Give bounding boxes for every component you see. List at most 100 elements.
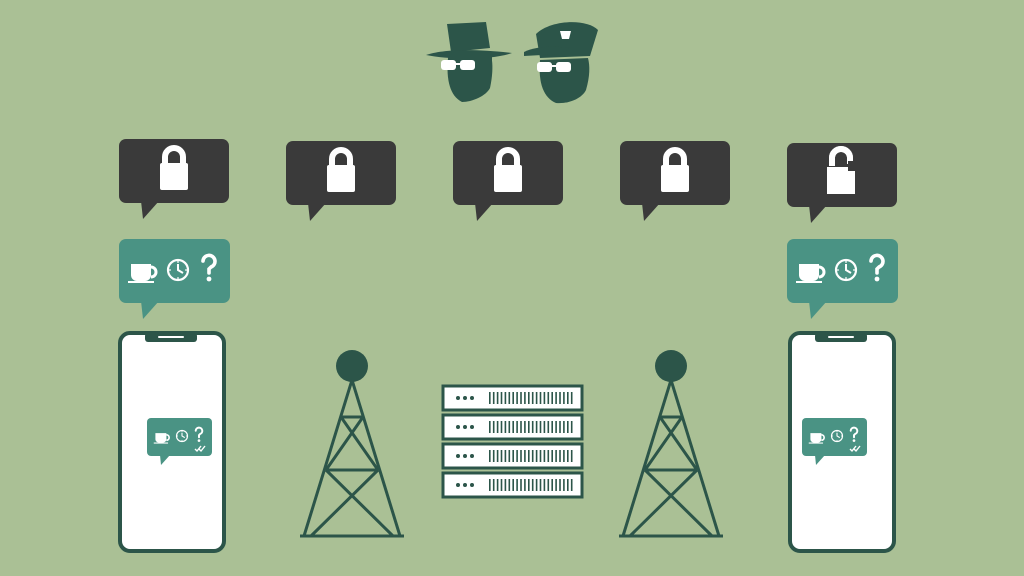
server-vent [504, 421, 507, 433]
server-vent [531, 450, 534, 462]
server-vent [489, 421, 491, 433]
server-vent [524, 450, 526, 462]
server-vent [516, 421, 518, 433]
server-vent [520, 450, 522, 462]
server-vent [504, 479, 507, 491]
server-vent [508, 392, 511, 404]
server-vent [535, 450, 538, 462]
server-led [463, 396, 467, 400]
server-vent [543, 392, 546, 404]
server-led [470, 425, 474, 429]
server-vent [528, 421, 530, 433]
server-vent [520, 421, 522, 433]
police-cap-spy-icon [524, 22, 598, 104]
server-vent [555, 479, 557, 491]
phone-message-bubble [147, 418, 212, 465]
server-vent [563, 392, 565, 404]
server-vent [570, 421, 573, 433]
server-vent [535, 392, 538, 404]
server-unit [441, 413, 584, 441]
server-vent [539, 479, 542, 491]
server-vent [516, 450, 518, 462]
server-vent [512, 421, 514, 433]
server-vent [567, 450, 569, 462]
server-vent [559, 479, 561, 491]
plain-message-sender [119, 239, 230, 319]
server-vent [567, 421, 569, 433]
server-vent [563, 479, 565, 491]
double-check-icon [849, 445, 861, 453]
server-led [463, 425, 467, 429]
server-vent [496, 450, 499, 462]
encrypted-bubbles [119, 139, 897, 223]
phone-message-bubble [802, 418, 867, 465]
server-vent [524, 392, 526, 404]
server-vent [555, 421, 557, 433]
server-unit [441, 471, 584, 499]
server-vent [492, 392, 495, 404]
server-vent [524, 421, 526, 433]
server-vent [520, 392, 522, 404]
server-vent [504, 450, 507, 462]
server-vent [543, 421, 546, 433]
server-vent [551, 450, 553, 462]
server-vent [500, 450, 503, 462]
server-vent [535, 479, 538, 491]
server-vent [547, 450, 550, 462]
server-vent [528, 450, 530, 462]
sender-phone [118, 331, 226, 553]
server-unit [441, 384, 584, 412]
server-led [456, 396, 460, 400]
server-vent [563, 450, 565, 462]
cell-tower-icon [300, 350, 404, 538]
server-vent [496, 421, 499, 433]
server-vent [496, 479, 499, 491]
server-unit [441, 442, 584, 470]
server-led [470, 396, 474, 400]
server-vent [551, 479, 553, 491]
server-vent [531, 479, 534, 491]
server-vent [508, 450, 511, 462]
server-vent [516, 392, 518, 404]
server-vent [489, 479, 491, 491]
server-vent [567, 392, 569, 404]
server-vent [570, 479, 573, 491]
server-vent [547, 479, 550, 491]
server-vent [520, 479, 522, 491]
server-vent [504, 392, 507, 404]
server-led [456, 425, 460, 429]
server-vent [559, 392, 561, 404]
server-vent [543, 450, 546, 462]
server-vent [500, 392, 503, 404]
server-vent [539, 392, 542, 404]
server-vent [547, 421, 550, 433]
server-vent [567, 479, 569, 491]
server-vent [528, 392, 530, 404]
sender-cell-tower [300, 350, 404, 538]
encrypted-bubble-2 [286, 141, 396, 221]
server-vent [570, 450, 573, 462]
receiver-cell-tower [619, 350, 723, 538]
server-led [470, 483, 474, 487]
server-vent [500, 421, 503, 433]
server-vent [512, 479, 514, 491]
server-vent [535, 421, 538, 433]
server-vent [508, 421, 511, 433]
encrypted-bubble-4 [620, 141, 730, 221]
server-vent [531, 392, 534, 404]
server-vent [489, 392, 491, 404]
server-led [463, 454, 467, 458]
cell-tower-icon [619, 350, 723, 538]
server-vent [547, 392, 550, 404]
server-led [463, 483, 467, 487]
server-led [456, 483, 460, 487]
server-vent [531, 421, 534, 433]
eavesdropper-hat [426, 22, 512, 102]
server-vent [489, 450, 491, 462]
server-vent [492, 450, 495, 462]
server-vent [555, 392, 557, 404]
server-vent [555, 450, 557, 462]
server-vent [543, 479, 546, 491]
server-vent [512, 450, 514, 462]
server-vent [508, 479, 511, 491]
